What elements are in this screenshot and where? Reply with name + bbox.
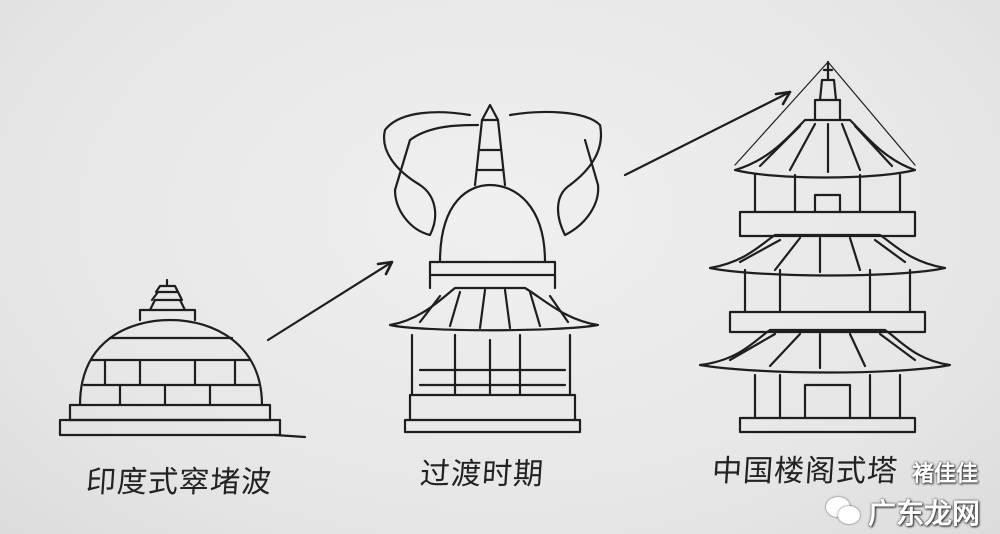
caption-transition-period: 过渡时期 (418, 457, 546, 492)
indian-stupa-drawing (58, 278, 307, 439)
chinese-pagoda-drawing (698, 60, 952, 434)
arrow-to-chinese-pagoda (623, 90, 792, 177)
watermark-site: 广东龙网 (868, 497, 981, 530)
wechat-icon (826, 497, 862, 525)
transition-pagoda-drawing (382, 103, 603, 434)
arrow-to-transition (266, 260, 394, 342)
caption-chinese-pagoda: 中国楼阁式塔 (710, 454, 900, 489)
caption-indian-stupa: 印度式窣堵波 (84, 465, 274, 500)
watermark-author: 褚佳佳 (912, 462, 979, 487)
